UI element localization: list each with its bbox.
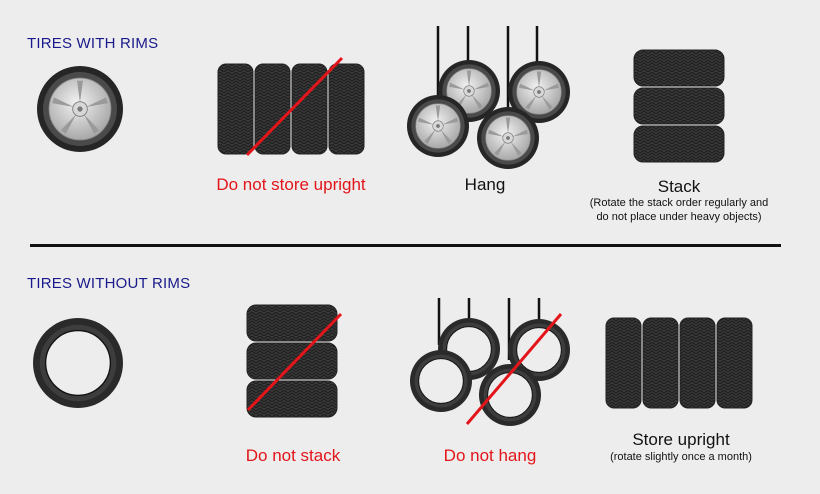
store-upright-note: (rotate slightly once a month) <box>610 451 752 463</box>
caption-store-upright: Store upright <box>632 430 730 449</box>
stack-note-line-1: (Rotate the stack order regularly and <box>589 197 769 209</box>
stack-note: (Rotate the stack order regularly and do… <box>569 196 789 224</box>
stacked-wheels-icon <box>633 49 725 163</box>
tire-without-rim-icon <box>32 317 124 409</box>
caption-hang: Hang <box>464 175 506 194</box>
section-divider <box>30 244 781 247</box>
section-title-with-rims: TIRES WITH RIMS <box>27 35 159 52</box>
section-title-without-rims: TIRES WITHOUT RIMS <box>27 275 191 292</box>
caption-do-not-hang: Do not hang <box>443 446 537 465</box>
prohibited-slash <box>465 313 563 425</box>
caption-do-not-stack: Do not stack <box>245 446 341 465</box>
caption-stack: Stack <box>657 177 701 196</box>
caption-do-not-store-upright: Do not store upright <box>216 175 366 194</box>
wheel-with-rim-icon <box>37 66 123 152</box>
stacked-tires-prohibited-icon <box>246 304 343 418</box>
upright-tires-prohibited-icon <box>217 56 365 157</box>
prohibited-slash <box>246 312 343 412</box>
hanging-tires-prohibited-icon <box>409 298 571 427</box>
hanging-wheels-icon <box>407 26 570 169</box>
stack-note-line-2: do not place under heavy objects) <box>596 211 762 223</box>
upright-tires-icon <box>605 317 753 409</box>
prohibited-slash <box>245 56 344 157</box>
